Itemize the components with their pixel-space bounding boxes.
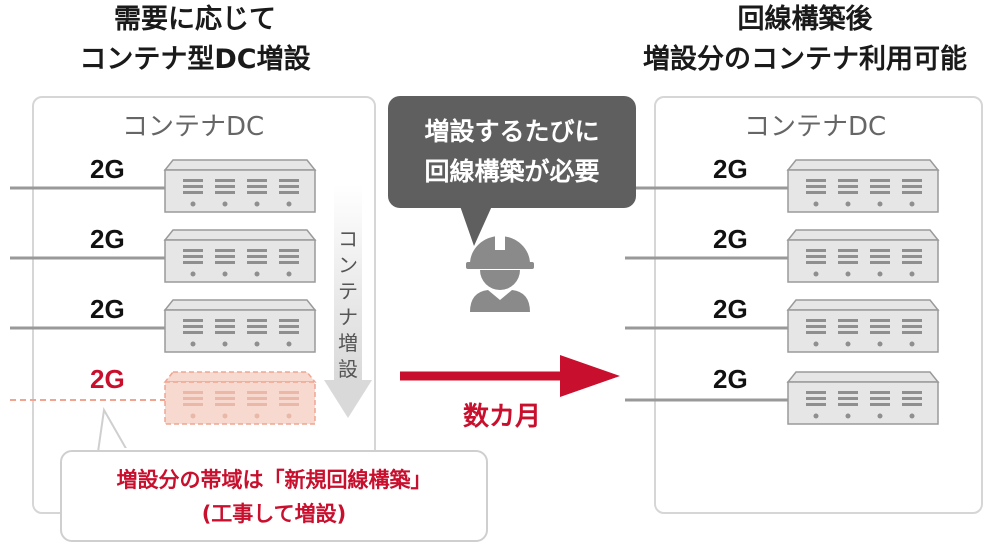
growth-text-char: 増 xyxy=(338,331,358,355)
growth-text-char: ナ xyxy=(338,305,358,329)
right-dc-label: コンテナDC xyxy=(744,112,887,142)
speech-line-1: 増設するたびに xyxy=(424,117,600,146)
growth-text-char: 設 xyxy=(338,357,358,381)
red-arrow xyxy=(400,355,620,397)
growth-text-char: ン xyxy=(338,253,358,277)
right-line-label-3: 2G xyxy=(713,294,748,324)
left-line-label-2: 2G xyxy=(90,224,125,254)
right-container-server-2 xyxy=(786,229,940,283)
left-title-line-2: コンテナ型DC増設 xyxy=(79,44,311,75)
left-line-label-1: 2G xyxy=(90,154,125,184)
left-container-server-2 xyxy=(163,229,317,283)
right-line-label-2: 2G xyxy=(713,224,748,254)
left-title: 需要に応じて コンテナ型DC増設 xyxy=(60,0,330,80)
growth-text-char: コ xyxy=(338,227,358,251)
left-line-label-3: 2G xyxy=(90,294,125,324)
left-container-server-1 xyxy=(163,159,317,213)
right-title: 回線構築後 増設分のコンテナ利用可能 xyxy=(610,0,1000,80)
speech-line-2: 回線構築が必要 xyxy=(424,157,600,186)
callout-line-2: (工事して増設) xyxy=(201,502,347,526)
speech-bubble: 増設するたびに 回線構築が必要 xyxy=(388,96,636,208)
growth-text: コンテナ増設 xyxy=(335,226,361,382)
right-title-line-1: 回線構築後 xyxy=(737,4,873,35)
left-container-server-4 xyxy=(163,371,317,425)
right-line-label-4: 2G xyxy=(713,364,748,394)
callout-line-1: 増設分の帯域は「新規回線構築」 xyxy=(116,468,432,492)
right-line-label-1: 2G xyxy=(713,154,748,184)
growth-arrow xyxy=(324,184,372,418)
growth-text-char: テ xyxy=(338,279,358,303)
left-container-server-3 xyxy=(163,299,317,353)
right-title-line-2: 増設分のコンテナ利用可能 xyxy=(643,44,967,75)
left-dc-label: コンテナDC xyxy=(122,112,265,142)
right-container-server-1 xyxy=(786,159,940,213)
left-line-label-4-new: 2G xyxy=(90,364,125,394)
right-container-server-4 xyxy=(786,371,940,425)
speech-bubble-tail xyxy=(460,206,492,246)
left-title-line-1: 需要に応じて xyxy=(114,4,276,35)
right-container-server-3 xyxy=(786,299,940,353)
worker-hardhat-icon xyxy=(466,236,534,312)
bandwidth-callout: 増設分の帯域は「新規回線構築」 (工事して増設) xyxy=(60,450,488,542)
duration-label: 数カ月 xyxy=(463,402,542,432)
